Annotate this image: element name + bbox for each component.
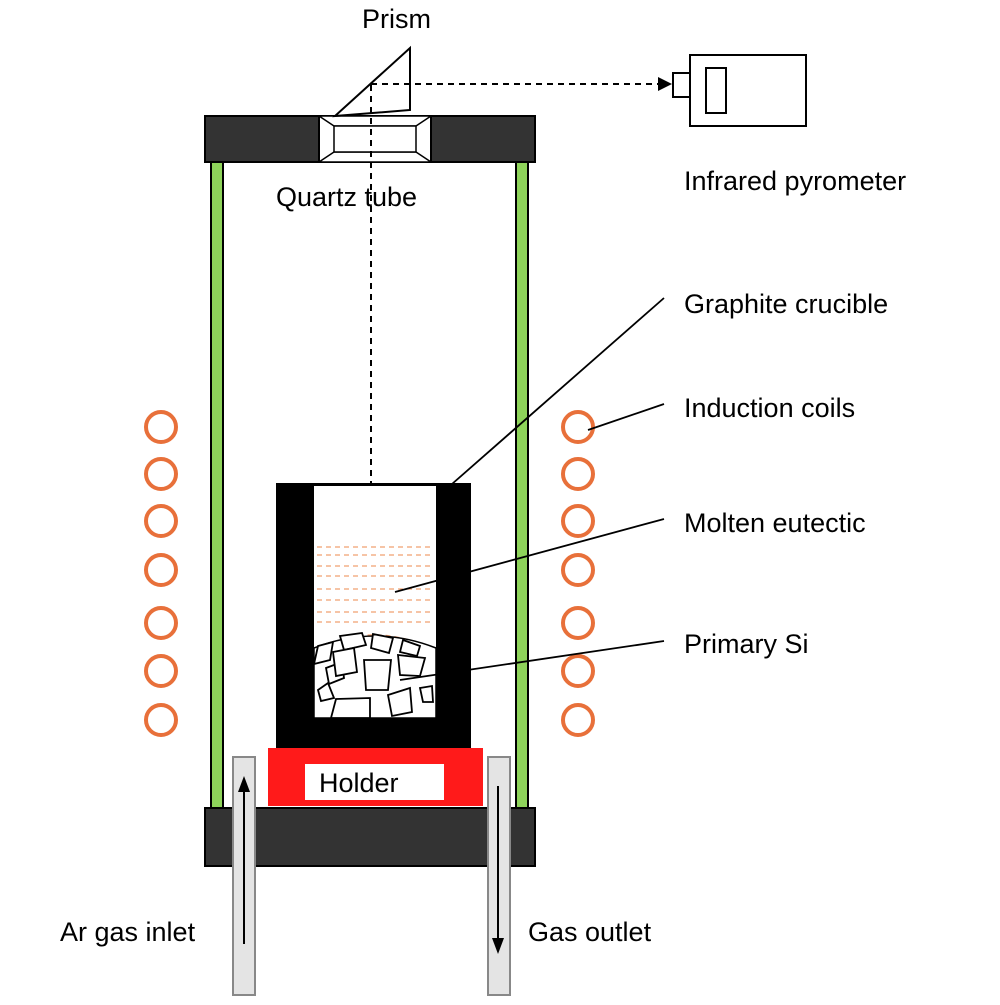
label-holder: Holder: [319, 768, 399, 798]
coil-left-4: [144, 553, 178, 587]
holder: [268, 748, 483, 806]
coil-right-4: [561, 553, 595, 587]
coil-right-2: [561, 457, 595, 491]
label-molten-eutectic: Molten eutectic: [684, 508, 866, 538]
induction-coils-right: [561, 410, 595, 737]
induction-coils-left: [144, 410, 178, 737]
leader-primary-si: [399, 640, 665, 681]
leader-induction-coils: [587, 403, 665, 431]
coil-right-5: [561, 606, 595, 640]
label-induction-coils: Induction coils: [684, 393, 855, 423]
leader-graphite-crucible: [451, 297, 665, 485]
coil-right-1: [561, 410, 595, 444]
prism: [332, 45, 411, 118]
coil-left-3: [144, 504, 178, 538]
primary-si: [312, 632, 437, 719]
coil-right-7: [561, 703, 595, 737]
leader-lines: [394, 297, 665, 681]
quartz-tube-wall-left: [210, 159, 224, 809]
label-graphite-crucible: Graphite crucible: [684, 289, 888, 319]
quartz-window: [316, 115, 434, 163]
infrared-pyrometer-device: [672, 54, 807, 127]
leader-molten-eutectic: [394, 518, 665, 593]
coil-left-7: [144, 703, 178, 737]
coil-left-1: [144, 410, 178, 444]
label-prism: Prism: [362, 4, 431, 34]
coil-right-6: [561, 654, 595, 688]
bottom-cap: [204, 807, 536, 867]
molten-eutectic: [317, 546, 433, 623]
coil-right-3: [561, 504, 595, 538]
inlet-flow-arrowhead: [238, 776, 250, 792]
label-gas-outlet: Gas outlet: [528, 917, 652, 947]
label-ar-gas-inlet: Ar gas inlet: [60, 917, 196, 947]
optical-path-arrowhead: [658, 77, 672, 91]
label-quartz-tube: Quartz tube: [276, 182, 417, 212]
quartz-tube-wall-right: [515, 159, 529, 809]
outlet-flow-arrowhead: [492, 938, 504, 954]
coil-left-5: [144, 606, 178, 640]
label-primary-si: Primary Si: [684, 629, 809, 659]
label-infrared-pyrometer: Infrared pyrometer: [684, 166, 906, 196]
coil-left-6: [144, 654, 178, 688]
coil-left-2: [144, 457, 178, 491]
